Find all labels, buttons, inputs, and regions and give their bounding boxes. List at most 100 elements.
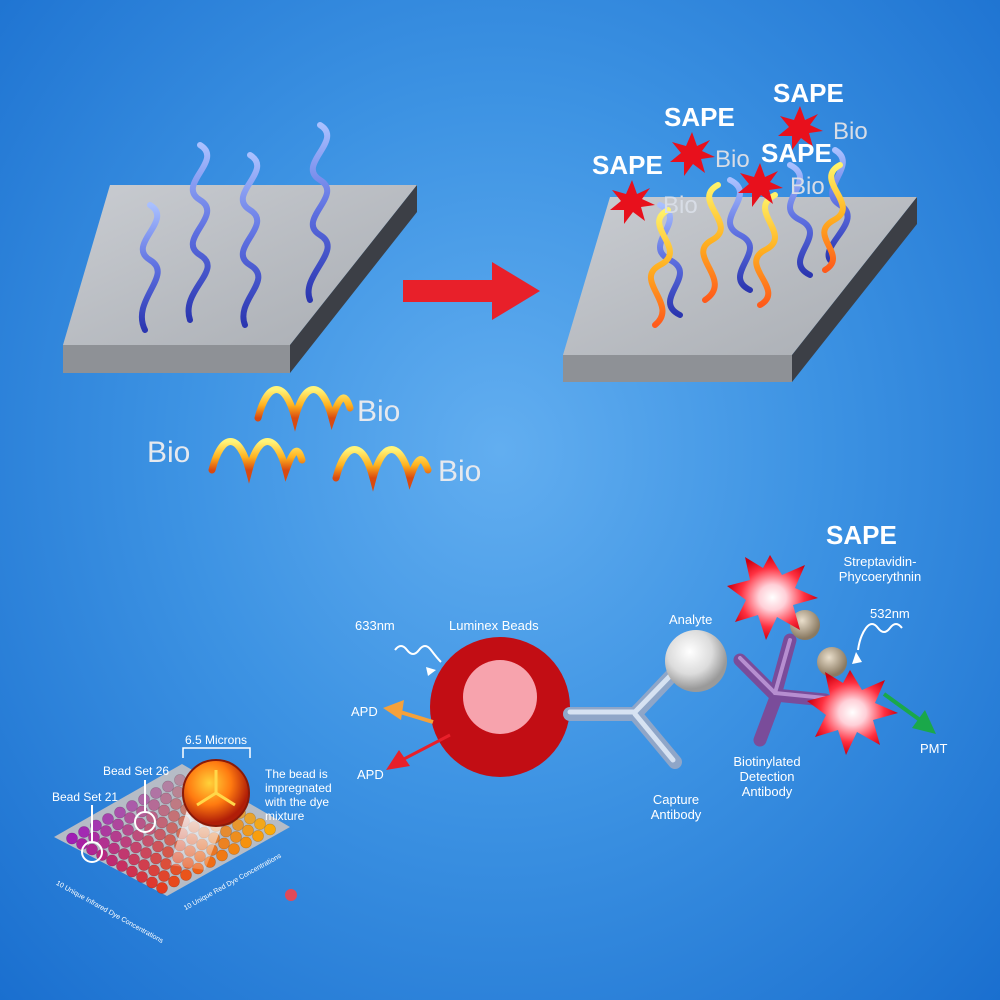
bead-dot [242,824,254,837]
bead-dot [142,835,154,847]
bead-set-21-label: Bead Set 21 [52,790,119,804]
capture-antibody-label: Capture Antibody [650,792,702,822]
bead-dot [254,818,266,830]
bead-dot [150,852,162,865]
bead-dot [138,859,150,871]
slide-left [63,185,417,373]
bead-dot [112,818,124,831]
sape-burst-bottom [807,670,898,755]
bead-dot [114,806,126,819]
bead-dot [86,843,98,856]
bead-dot [168,810,180,822]
dimension-bracket [182,747,251,758]
bead-dot [180,869,192,881]
bead-dot [90,819,102,832]
bead-dot [100,825,112,837]
bead-dot [78,826,90,838]
bead-dot [130,841,142,854]
bead-dot [170,798,182,810]
bead-dot [162,846,174,858]
capture-antibody [563,668,682,769]
bead-dot [230,831,242,843]
sape-label-1: SAPE [592,150,663,180]
bio-label-1: Bio [357,395,401,428]
probe-strands-left [138,122,331,333]
bead-dot [218,837,230,850]
bead-dot [160,858,172,870]
bead-dot [124,812,136,824]
bio-right-3: Bio [790,173,825,200]
pmt-label: PMT [920,741,948,756]
sape-label-2: SAPE [664,102,735,132]
bead-dot [66,832,78,845]
luminex-beads-label: Luminex Beads [449,618,539,633]
bead-dot [126,865,138,878]
bio-right-4: Bio [833,118,868,145]
bead-dot [232,819,244,831]
apd-label-1: APD [351,704,378,719]
bead-dot [152,840,164,853]
apd-arrow-orange [383,700,434,724]
labeled-targets [208,386,432,492]
bead-dot [240,836,252,849]
bead-dot [136,871,148,883]
bio-right-1: Bio [663,192,698,219]
bead-dot [220,825,232,838]
bead-set-26-label: Bead Set 26 [103,764,170,778]
bead-dot [172,786,184,798]
bead-dot [148,864,160,877]
bead-dot [102,813,114,825]
bead-dot [120,836,132,848]
luminex-bead [430,637,570,777]
magnified-bead [182,759,250,827]
bead-dot [118,848,130,860]
bead-dot [154,828,166,841]
bead-dot [166,822,178,834]
sape-fullname: Streptavidin- Phycoerythnin [838,554,922,584]
bead-dot [116,860,128,872]
detection-antibody [733,633,832,747]
bead-note: The bead is impregnated with the dye mix… [265,767,332,823]
sape-label-3: SAPE [761,138,832,168]
bead-dot [98,837,110,849]
bio-right-2: Bio [715,146,750,173]
bead-dot [156,816,168,829]
bead-dot [162,780,174,793]
apd-arrow-red [386,733,451,770]
bead-dot [158,870,170,882]
bead-dot [110,830,122,843]
bead-dot [158,804,170,817]
sape-label-4: SAPE [773,78,844,108]
process-arrow [403,262,540,320]
bead-size-label: 6.5 Microns [185,733,248,747]
bead-dot [106,854,118,867]
bead-dot [160,792,172,805]
sape-stars-top [610,106,823,224]
bead-dot [264,823,276,836]
hybridized-strands-right [648,147,851,328]
bead-dot [148,799,160,811]
laser-633-squiggle [394,645,442,676]
sape-burst-top [727,555,818,640]
bead-dot [126,800,138,812]
bio-label-3: Bio [438,455,482,488]
sape-title: SAPE [826,520,897,550]
analyte-label: Analyte [669,612,713,627]
laser-532-squiggle [852,623,903,664]
bead-dot [164,834,176,846]
bead-dot [146,876,158,889]
bead-dot [156,882,168,894]
bead-dot [228,843,240,855]
analyte-sphere [665,630,727,692]
bead-dot [244,812,256,825]
apd-label-2: APD [357,767,384,782]
bead-dot [150,787,162,799]
bead-dot [140,847,152,859]
laser-633-label: 633nm [355,618,395,633]
bead-array-highlights [81,780,156,863]
bead-dot [128,853,140,866]
laser-532-label: 532nm [870,606,910,621]
bead-dot [122,824,134,836]
